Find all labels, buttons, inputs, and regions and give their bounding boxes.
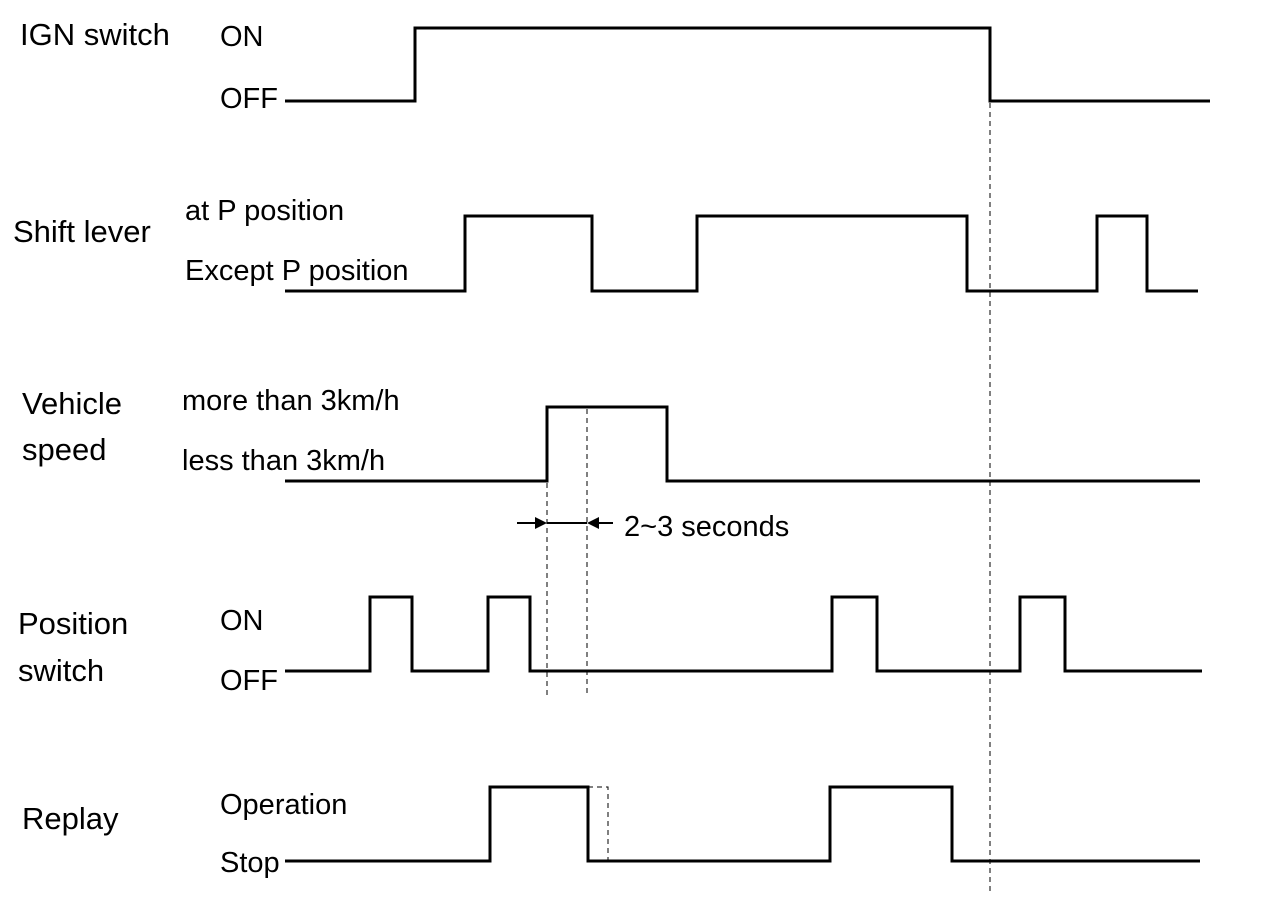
shift-lever-signal: Shift lever at P position Except P posit…: [13, 195, 1198, 293]
replay-title: Replay: [22, 801, 119, 836]
ign-on-label: ON: [220, 21, 264, 53]
replay-delayed-stop-dashed: [588, 786, 609, 861]
vehicle-speed-signal: Vehicle speed more than 3km/h less than …: [22, 385, 1200, 483]
shift-low-label: Except P position: [185, 255, 409, 287]
right-arrowhead: [587, 517, 599, 529]
ign-off-label: OFF: [220, 83, 278, 115]
delay-annotation: 2~3 seconds: [517, 511, 789, 543]
replay-waveform: [285, 785, 1200, 863]
shift-lever-title: Shift lever: [13, 214, 151, 249]
position-switch-signal: Position switch ON OFF: [18, 595, 1202, 697]
position-on-label: ON: [220, 605, 264, 637]
vehicle-speed-title-line1: Vehicle: [22, 386, 122, 421]
position-switch-title-line2: switch: [18, 653, 104, 688]
speed-high-label: more than 3km/h: [182, 385, 400, 417]
vehicle-speed-waveform: [285, 405, 1200, 483]
left-arrowhead: [535, 517, 547, 529]
position-off-label: OFF: [220, 665, 278, 697]
shift-lever-waveform: [285, 214, 1198, 293]
replay-signal: Replay Operation Stop: [22, 785, 1200, 879]
replay-high-label: Operation: [220, 789, 347, 821]
position-switch-waveform: [285, 595, 1202, 673]
ign-switch-waveform: [285, 26, 1210, 103]
ign-switch-signal: IGN switch ON OFF: [20, 17, 1210, 115]
replay-low-label: Stop: [220, 847, 280, 879]
position-switch-title-line1: Position: [18, 606, 128, 641]
vehicle-speed-title-line2: speed: [22, 432, 106, 467]
speed-low-label: less than 3km/h: [182, 445, 385, 477]
ign-switch-title: IGN switch: [20, 17, 170, 52]
delay-label: 2~3 seconds: [624, 511, 789, 543]
shift-high-label: at P position: [185, 195, 344, 227]
